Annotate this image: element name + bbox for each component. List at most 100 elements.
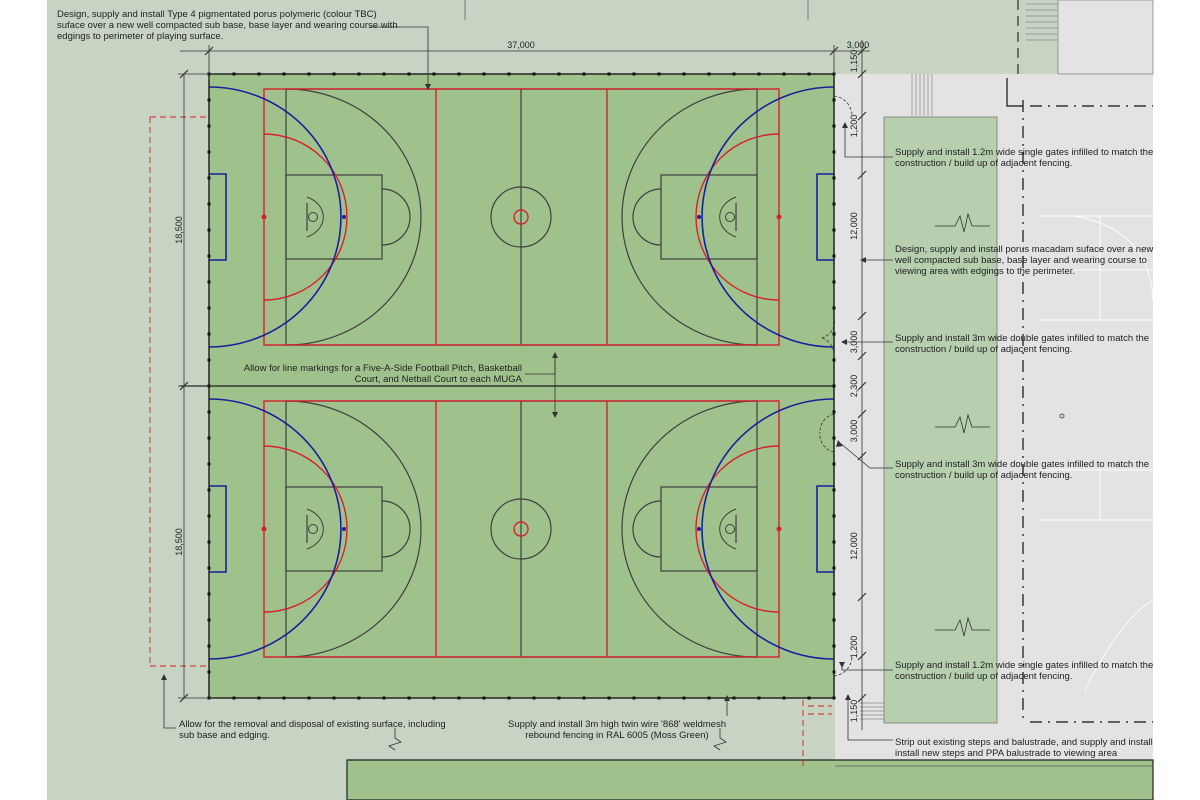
- fence-post: [207, 124, 211, 128]
- fence-post: [832, 436, 836, 440]
- fence-post: [657, 696, 661, 700]
- fence-post: [332, 696, 336, 700]
- fence-post: [757, 696, 761, 700]
- fence-post: [832, 280, 836, 284]
- note-line: sub base and edging.: [179, 730, 270, 741]
- dimension-tick: [857, 592, 867, 602]
- fence-post: [757, 72, 761, 76]
- fence-post: [532, 696, 536, 700]
- note-line: construction / build up of adjacent fenc…: [895, 671, 1072, 682]
- fence-post: [207, 254, 211, 258]
- dim-chain-label: 3,000: [849, 420, 859, 443]
- fence-post: [207, 670, 211, 674]
- fence-post: [832, 410, 836, 414]
- fence-post: [207, 488, 211, 492]
- fence-post: [207, 228, 211, 232]
- note-line: Supply and install 1.2m wide single gate…: [895, 660, 1153, 671]
- note-line-markings: Allow for line markings for a Five-A-Sid…: [244, 363, 523, 385]
- fence-post: [632, 696, 636, 700]
- dimension-tick: [857, 69, 867, 79]
- fence-post: [832, 150, 836, 154]
- note-line: Supply and install 1.2m wide single gate…: [895, 147, 1153, 158]
- fence-post: [832, 566, 836, 570]
- note-removal: Allow for the removal and disposal of ex…: [179, 719, 446, 741]
- fence-post: [307, 72, 311, 76]
- dim-width-side: 3,000: [847, 40, 870, 50]
- fence-post: [682, 72, 686, 76]
- note-line: Design, supply and install porus macadam…: [895, 244, 1153, 255]
- dim-chain-label: 1,150: [849, 50, 859, 73]
- fence-post: [207, 332, 211, 336]
- note-steps: Strip out existing steps and balustrade,…: [895, 737, 1153, 759]
- fence-post: [207, 98, 211, 102]
- fence-post: [832, 176, 836, 180]
- note-viewing-area: Design, supply and install porus macadam…: [894, 244, 1153, 277]
- note-line: Supply and install 3m high twin wire '86…: [508, 719, 726, 730]
- note-line: Strip out existing steps and balustrade,…: [895, 737, 1153, 748]
- fence-post: [832, 644, 836, 648]
- right-dimension-ticks: [857, 69, 867, 703]
- dim-chain-label: 1,200: [849, 115, 859, 138]
- muga-court-top: [208, 73, 835, 387]
- dim-height-court-1: 18,500: [174, 216, 184, 244]
- fence-post: [282, 696, 286, 700]
- fence-post: [832, 384, 836, 388]
- dim-chain-label: 1,200: [849, 636, 859, 659]
- fence-post: [732, 696, 736, 700]
- fence-post: [782, 696, 786, 700]
- fence-post: [607, 72, 611, 76]
- fence-post: [207, 592, 211, 596]
- fence-post: [832, 670, 836, 674]
- fence-post: [832, 306, 836, 310]
- fence-post: [832, 358, 836, 362]
- note-line: well compacted sub base, base layer and …: [894, 255, 1147, 266]
- fence-post: [457, 696, 461, 700]
- dimension-tick: [857, 651, 867, 661]
- muga-court-bottom: [208, 385, 835, 699]
- fence-post: [257, 696, 261, 700]
- fence-post: [832, 98, 836, 102]
- fence-post: [207, 176, 211, 180]
- fence-post: [832, 540, 836, 544]
- fence-post: [407, 696, 411, 700]
- fence-post: [332, 72, 336, 76]
- note-surface: Design, supply and install Type 4 pigmen…: [57, 9, 398, 42]
- note-line: Court, and Netball Court to each MUGA: [355, 374, 523, 385]
- fence-post: [282, 72, 286, 76]
- fence-post: [432, 696, 436, 700]
- fence-post: [507, 696, 511, 700]
- dimension-tick: [857, 170, 867, 180]
- note-double-gate-1: Supply and install 3m wide double gates …: [895, 333, 1149, 355]
- note-double-gate-2: Supply and install 3m wide double gates …: [895, 459, 1149, 481]
- note-line: Supply and install 3m wide double gates …: [895, 459, 1149, 470]
- fence-posts: [207, 72, 836, 700]
- fence-post: [582, 696, 586, 700]
- dimension-tick: [857, 693, 867, 703]
- fence-post: [557, 72, 561, 76]
- fence-post: [832, 228, 836, 232]
- fence-post: [432, 72, 436, 76]
- note-line: construction / build up of adjacent fenc…: [895, 158, 1072, 169]
- fence-post: [482, 696, 486, 700]
- dimension-tick: [857, 409, 867, 419]
- fence-post: [207, 566, 211, 570]
- fence-post: [207, 618, 211, 622]
- fence-post: [707, 696, 711, 700]
- fence-post: [207, 644, 211, 648]
- dimension-tick: [857, 311, 867, 321]
- fence-post: [832, 254, 836, 258]
- note-fencing: Supply and install 3m high twin wire '86…: [508, 719, 726, 741]
- fence-post: [807, 72, 811, 76]
- fence-post: [582, 72, 586, 76]
- note-line: install new steps and PPA balustrade to …: [895, 748, 1118, 759]
- fence-post: [207, 462, 211, 466]
- note-line: Supply and install 3m wide double gates …: [895, 333, 1149, 344]
- fence-post: [732, 72, 736, 76]
- fence-post: [307, 696, 311, 700]
- fence-post: [607, 696, 611, 700]
- note-line: construction / build up of adjacent fenc…: [895, 344, 1072, 355]
- fence-post: [832, 514, 836, 518]
- note-line: edgings to perimeter of playing surface.: [57, 31, 223, 42]
- fence-post: [207, 358, 211, 362]
